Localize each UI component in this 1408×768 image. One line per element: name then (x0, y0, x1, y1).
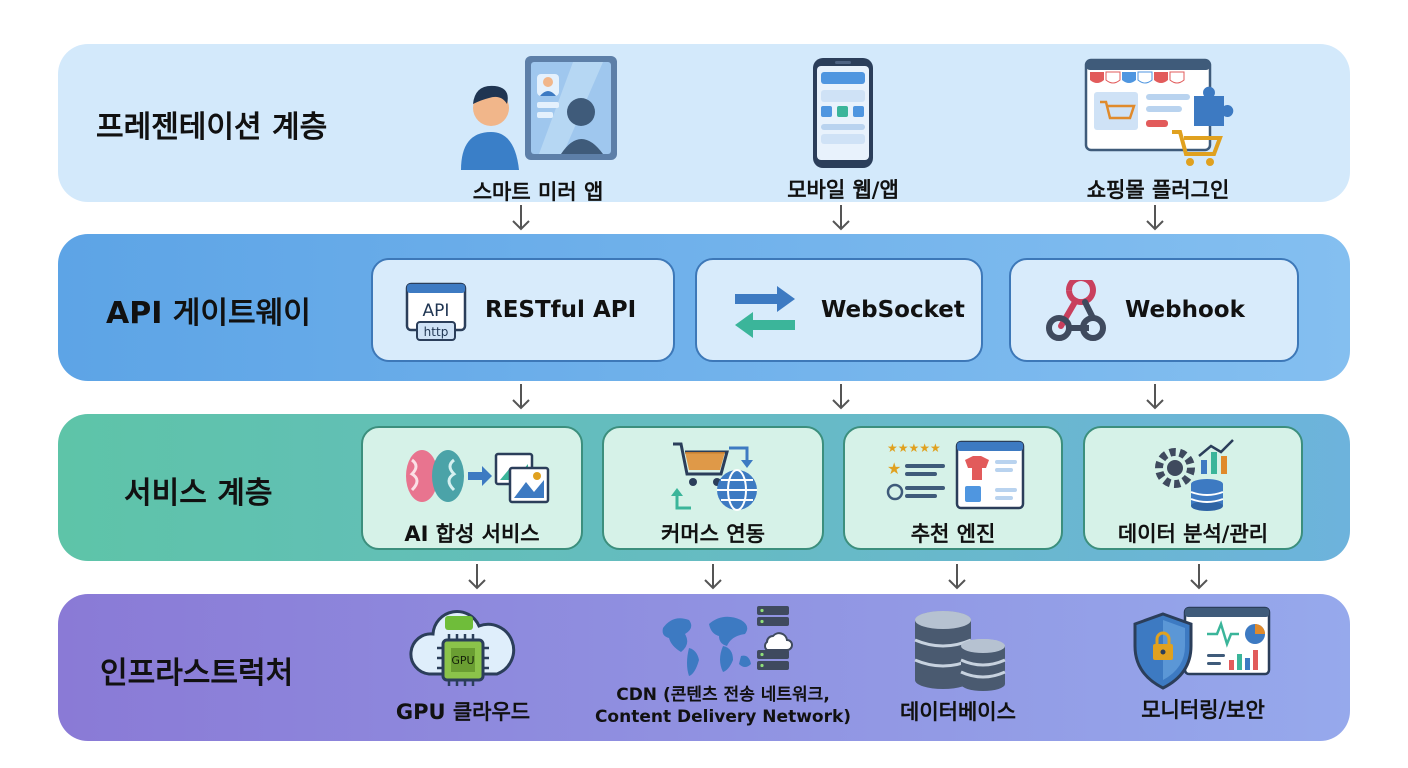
analytics-gear-db-icon (1155, 439, 1234, 511)
api-gateway-layer-title: API 게이트웨이 (106, 296, 311, 331)
arrow-down-icon (832, 384, 850, 410)
infrastructure-layer: 인프라스트럭처 GPU GPU 클라우드 (58, 594, 1350, 741)
database-icon (914, 611, 1006, 691)
service-layer-title: 서비스 계층 (124, 476, 273, 511)
arrow-down-icon (948, 564, 966, 590)
presentation-layer-title: 프레젠테이션 계층 (96, 110, 328, 145)
infrastructure-layer-title: 인프라스트럭처 (100, 656, 294, 691)
commerce-label: 커머스 연동 (661, 522, 765, 546)
data-analytics-label: 데이터 분석/관리 (1117, 522, 1269, 546)
commerce-cart-globe-icon (671, 442, 757, 511)
recommendation-icon: ★★★★★ ★ (886, 440, 1025, 510)
api-http-icon: API http (405, 282, 467, 341)
smart-mirror-app: 스마트 미러 앱 (438, 52, 638, 206)
database-label: 데이터베이스 (900, 700, 1016, 724)
cdn: CDN (콘텐츠 전송 네트워크, Content Delivery Netwo… (578, 602, 868, 728)
api-icon-text: API (423, 301, 450, 321)
ai-brain-image-icon (406, 450, 550, 504)
database: 데이터베이스 (878, 608, 1038, 726)
websocket-card: WebSocket (695, 258, 983, 362)
ai-synthesis-card: AI 합성 서비스 (361, 426, 583, 550)
gpu-cloud-label: GPU 클라우드 (395, 700, 531, 724)
data-analytics-card: 데이터 분석/관리 (1083, 426, 1303, 550)
webhook-icon (1046, 280, 1106, 341)
mobile-web-app-label: 모바일 웹/앱 (787, 178, 899, 202)
gpu-icon-text: GPU (451, 654, 474, 667)
shopping-plugin-label: 쇼핑몰 플러그인 (1086, 178, 1230, 202)
http-icon-text: http (424, 325, 449, 339)
gpu-cloud: GPU GPU 클라우드 (378, 602, 548, 726)
monitoring-security: 모니터링/보안 (1108, 604, 1298, 724)
arrow-down-icon (1190, 564, 1208, 590)
world-map-servers-icon (662, 606, 793, 676)
cdn-label-line1: CDN (콘텐츠 전송 네트워크, (616, 685, 830, 705)
commerce-card: 커머스 연동 (602, 426, 824, 550)
recommendation-label: 추천 엔진 (910, 522, 996, 546)
ai-synthesis-label: AI 합성 서비스 (404, 522, 540, 546)
service-layer: 서비스 계층 AI 합성 서비스 (58, 414, 1350, 561)
webhook-card: Webhook (1009, 258, 1299, 362)
smart-mirror-icon (461, 56, 617, 170)
monitoring-security-label: 모니터링/보안 (1141, 698, 1265, 722)
arrow-down-icon (1146, 205, 1164, 231)
shield-monitor-icon (1133, 606, 1271, 690)
webhook-label: Webhook (1125, 297, 1245, 323)
shopping-plugin: 쇼핑몰 플러그인 (1058, 54, 1258, 204)
recommendation-card: ★★★★★ ★ 추천 엔진 (843, 426, 1063, 550)
svg-text:★: ★ (887, 459, 901, 478)
cdn-label-line2: Content Delivery Network) (594, 707, 852, 727)
gpu-cloud-icon: GPU (409, 609, 516, 686)
arrow-down-icon (704, 564, 722, 590)
mobile-phone-icon (813, 58, 873, 168)
arrow-down-icon (832, 205, 850, 231)
restful-api-card: API http RESTful API (371, 258, 675, 362)
websocket-label: WebSocket (821, 297, 965, 323)
arrow-down-icon (468, 564, 486, 590)
bidirectional-arrows-icon (735, 286, 795, 338)
smart-mirror-app-label: 스마트 미러 앱 (472, 180, 604, 204)
shopping-plugin-icon (1084, 58, 1234, 166)
presentation-layer: 프레젠테이션 계층 스마트 미러 앱 (58, 44, 1350, 204)
arrow-down-icon (1146, 384, 1164, 410)
arrow-down-icon (512, 205, 530, 231)
restful-api-label: RESTful API (485, 297, 637, 323)
mobile-web-app: 모바일 웹/앱 (758, 56, 928, 204)
svg-text:★★★★★: ★★★★★ (887, 441, 941, 455)
api-gateway-layer: API 게이트웨이 API http RESTful API WebSocket (58, 234, 1350, 381)
arrow-down-icon (512, 384, 530, 410)
